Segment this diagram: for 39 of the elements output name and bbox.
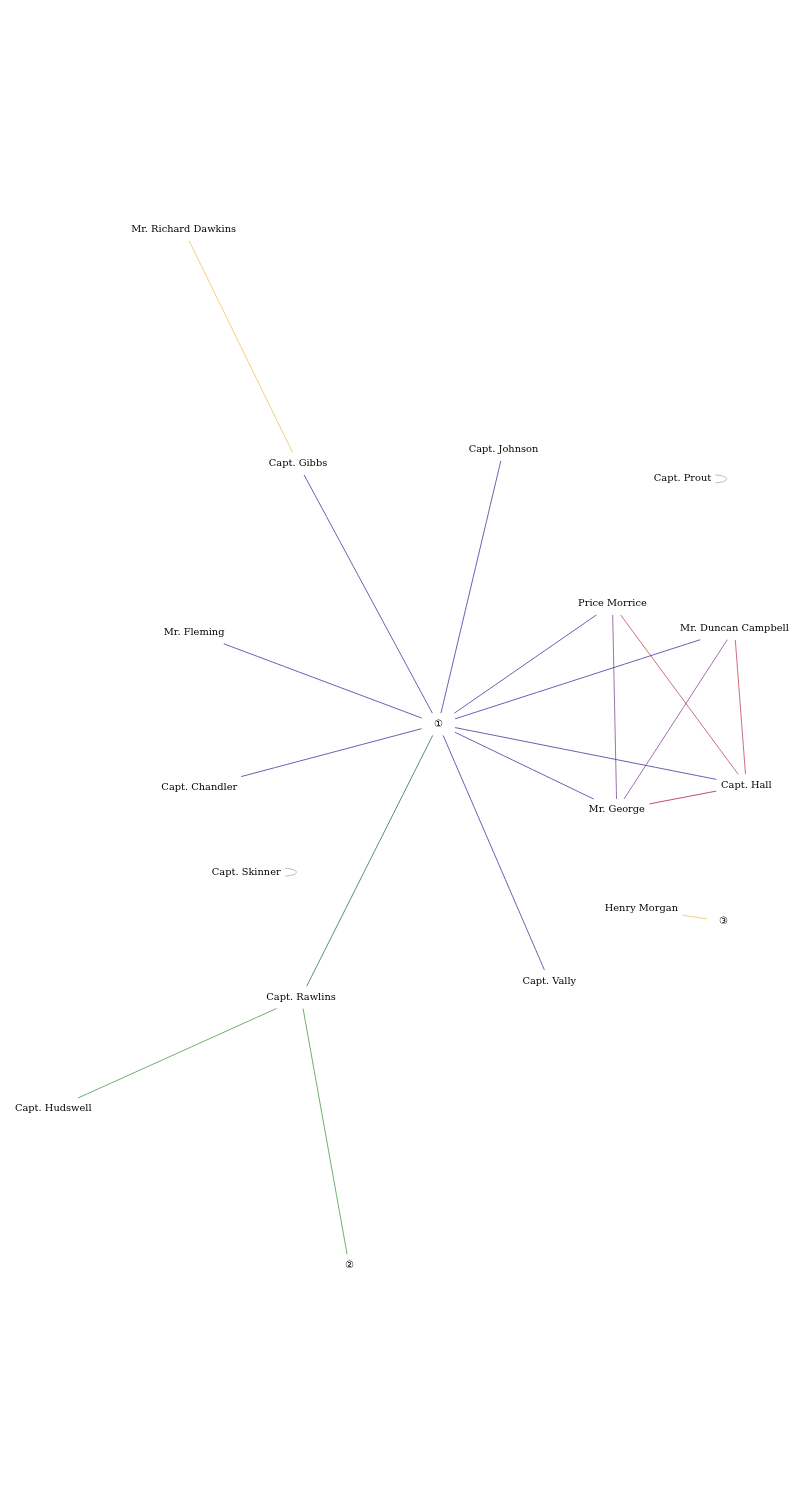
connector [454, 638, 701, 719]
connector [620, 614, 739, 775]
node-text: Capt. Johnson [468, 442, 539, 454]
node-text: Henry Morgan [604, 901, 678, 913]
node-text: ① [433, 717, 443, 729]
connector [223, 642, 423, 718]
node-text: Capt. Hall [721, 778, 772, 790]
connector [240, 727, 422, 777]
node-text: ③ [718, 914, 728, 926]
connector [734, 639, 746, 775]
node-text: Mr. Duncan Campbell [680, 621, 789, 633]
connector [306, 734, 434, 987]
connector [454, 614, 597, 714]
connector [715, 474, 727, 483]
connector [454, 726, 717, 780]
connector [649, 790, 717, 804]
connector [442, 734, 545, 970]
node-text: Mr. George [588, 802, 645, 814]
connector [682, 914, 708, 919]
connector [440, 459, 502, 714]
connector [303, 473, 433, 713]
node-text: Price Morrice [578, 596, 647, 608]
node-text: Mr. Fleming [163, 625, 225, 637]
connector [454, 731, 595, 799]
connector [284, 867, 297, 876]
connector [302, 1007, 348, 1255]
node-text: Capt. Prout [653, 471, 712, 483]
connector [612, 614, 617, 799]
connector [188, 239, 293, 453]
node-text: Capt. Hudswell [14, 1101, 92, 1113]
node-text: Capt. Skinner [211, 865, 281, 877]
node-text: Capt. Vally [522, 974, 577, 986]
node-text: Capt. Chandler [161, 780, 238, 792]
connector [77, 1007, 277, 1098]
node-text: Capt. Rawlins [266, 990, 336, 1002]
node-text: Capt. Gibbs [268, 456, 328, 468]
node-text: Mr. Richard Dawkins [131, 222, 237, 234]
node-text: ② [344, 1258, 354, 1270]
connector [623, 638, 728, 799]
